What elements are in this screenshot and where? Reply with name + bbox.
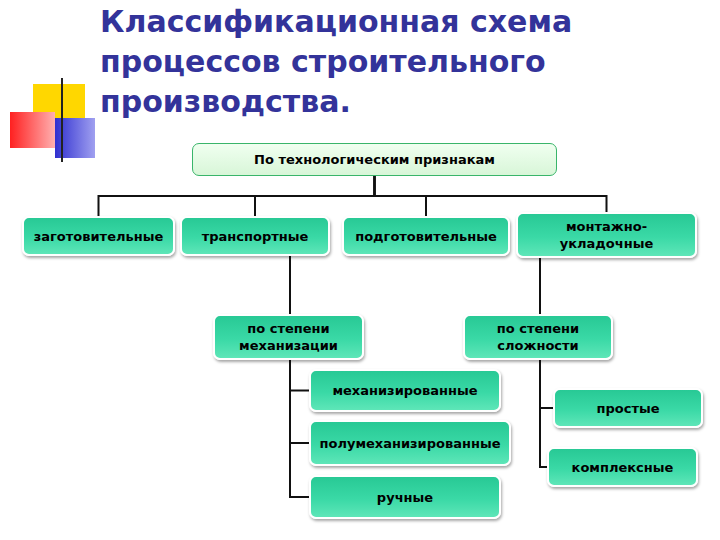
red-square bbox=[10, 112, 55, 148]
connector bbox=[375, 176, 607, 212]
class-box: механизированные bbox=[309, 369, 501, 412]
root-box: По технологическим признакам bbox=[192, 143, 557, 176]
node-label: заготовительные bbox=[34, 228, 164, 245]
connector bbox=[540, 360, 547, 467]
diagram-title: Классификационная схема процессов строит… bbox=[100, 2, 680, 122]
criterion-box: по степени сложности bbox=[463, 314, 613, 360]
node-label: комплексные bbox=[572, 459, 674, 476]
class-box: комплексные bbox=[547, 447, 698, 487]
connector bbox=[255, 176, 375, 216]
node-label: монтажно-укладочные bbox=[524, 218, 689, 252]
horizontal-rule bbox=[36, 139, 670, 141]
node-label: ручные bbox=[377, 489, 433, 506]
node-label: по степени сложности bbox=[471, 320, 605, 354]
criterion-box: по степени механизации bbox=[213, 314, 364, 360]
node-label: простые bbox=[596, 400, 659, 417]
node-label: полумеханизированные bbox=[319, 435, 500, 452]
class-box: ручные bbox=[309, 475, 501, 519]
node-label: По технологическим признакам bbox=[254, 151, 495, 168]
category-box: транспортные bbox=[180, 216, 330, 256]
connector bbox=[290, 360, 309, 497]
connector bbox=[289, 256, 291, 314]
connector bbox=[290, 360, 309, 391]
node-label: механизированные bbox=[332, 382, 477, 399]
category-box: подготовительные bbox=[342, 216, 510, 256]
connector bbox=[540, 360, 553, 408]
category-box: монтажно-укладочные bbox=[516, 212, 697, 258]
category-box: заготовительные bbox=[22, 216, 175, 256]
class-box: полумеханизированные bbox=[309, 420, 511, 466]
vertical-rule bbox=[61, 78, 63, 162]
node-label: по степени механизации bbox=[221, 320, 356, 354]
node-label: транспортные bbox=[202, 228, 309, 245]
connector bbox=[99, 176, 375, 216]
connector bbox=[290, 360, 309, 443]
connector bbox=[539, 258, 541, 314]
node-label: подготовительные bbox=[355, 228, 497, 245]
class-box: простые bbox=[553, 388, 703, 428]
